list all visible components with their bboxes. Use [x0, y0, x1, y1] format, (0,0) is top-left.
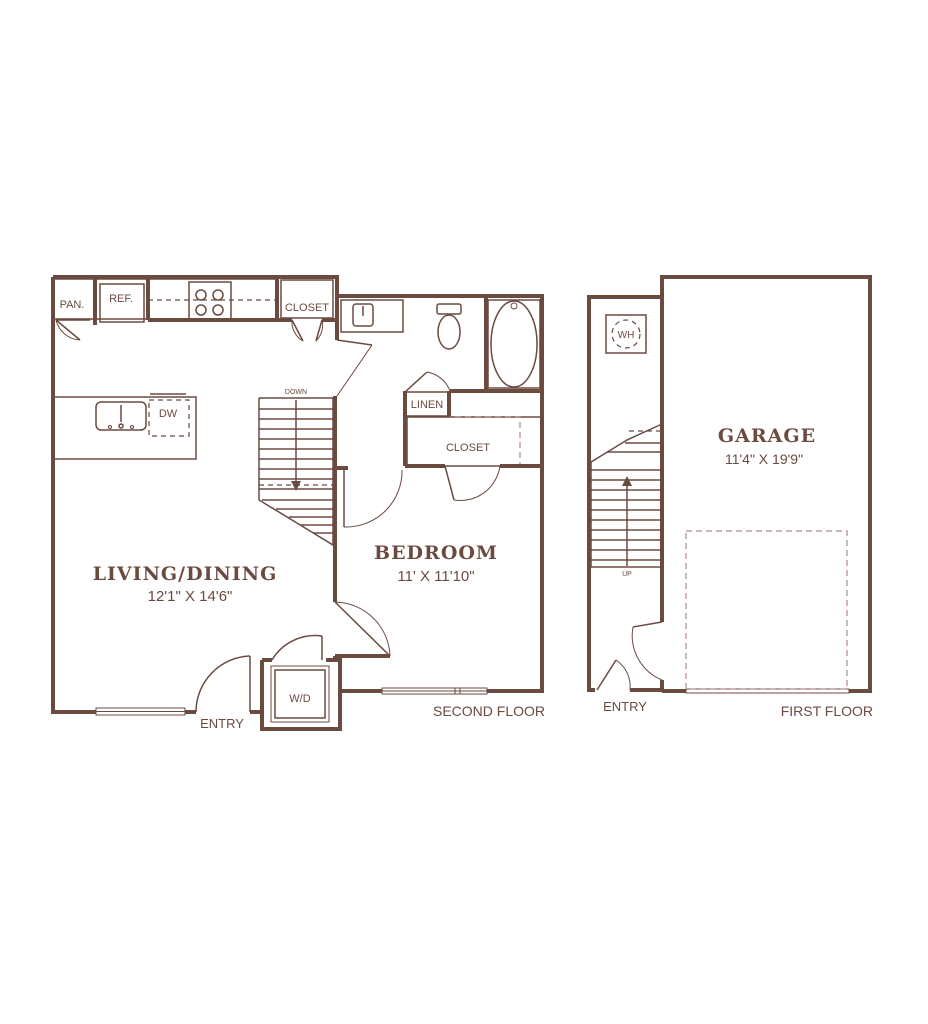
water-heater-label: WH: [618, 330, 635, 341]
stairs-up-label: UP: [622, 571, 632, 578]
room-name-bedroom: BEDROOM: [374, 542, 498, 564]
living-door[interactable]: [334, 601, 391, 657]
closet-label-hall: CLOSET: [285, 302, 329, 314]
room-dims-garage: 11'4" X 19'9": [725, 451, 803, 467]
garage-parking-outline: [685, 530, 848, 690]
arrow-up-icon: [622, 476, 632, 486]
linen-label: LINEN: [411, 399, 443, 411]
floor-label-second: SECOND FLOOR: [433, 703, 545, 719]
garage-entry-door[interactable]: [632, 621, 663, 628]
exterior-wall: [51, 277, 96, 714]
kitchen-island: [53, 396, 197, 460]
burner: [212, 289, 224, 301]
washer-dryer: [274, 669, 326, 719]
room-dims-bedroom: 11' X 11'10": [397, 568, 474, 585]
garage-door[interactable]: [685, 688, 850, 694]
burner: [195, 304, 207, 316]
stairs-down[interactable]: DOWN: [258, 389, 334, 547]
burner: [195, 289, 207, 301]
toilet: [436, 303, 462, 350]
stairs-up[interactable]: UP: [590, 422, 663, 578]
exterior-wall: [587, 275, 872, 693]
refrigerator: [99, 283, 145, 323]
entry-door-first-floor[interactable]: [596, 659, 617, 691]
burner: [212, 304, 224, 316]
dishwasher: [148, 399, 190, 437]
closet-door-bedroom[interactable]: [444, 465, 455, 501]
water-heater-enclosure: [605, 314, 647, 354]
kitchen-counter: [52, 278, 278, 320]
arrow-down-icon: [291, 481, 301, 491]
kitchen-sink: [95, 401, 147, 431]
stairs-down-label: DOWN: [285, 389, 307, 396]
washer-dryer-label: W/D: [289, 693, 310, 705]
bathroom-sink: [352, 303, 374, 327]
room-dims-living-dining: 12'1" X 14'6": [148, 588, 233, 605]
entry-label-second-floor: ENTRY: [200, 716, 244, 731]
pantry-door[interactable]: [55, 319, 81, 341]
room-name-living-dining: LIVING/DINING: [93, 563, 278, 585]
refrigerator-label: REF.: [109, 293, 133, 305]
second-floor-plan: W/D ENTRY PAN. REF. CLOSET: [51, 275, 545, 731]
closet-label-bedroom: CLOSET: [446, 442, 490, 454]
first-floor-plan: WH UP ENTRY GARAGE: [587, 275, 873, 719]
room-name-garage: GARAGE: [718, 425, 816, 447]
water-heater: [611, 319, 641, 349]
exterior-wall: [338, 660, 382, 693]
pantry-label: PAN.: [60, 299, 85, 311]
closet-door-hall[interactable]: [291, 319, 304, 342]
exterior-wall: [53, 275, 544, 693]
bathtub: [487, 299, 541, 389]
entry-label-first-floor: ENTRY: [603, 699, 647, 714]
dishwasher-label: DW: [159, 408, 178, 420]
range: [188, 281, 232, 321]
floor-label-first: FIRST FLOOR: [781, 703, 873, 719]
bathroom-door[interactable]: [404, 371, 428, 393]
